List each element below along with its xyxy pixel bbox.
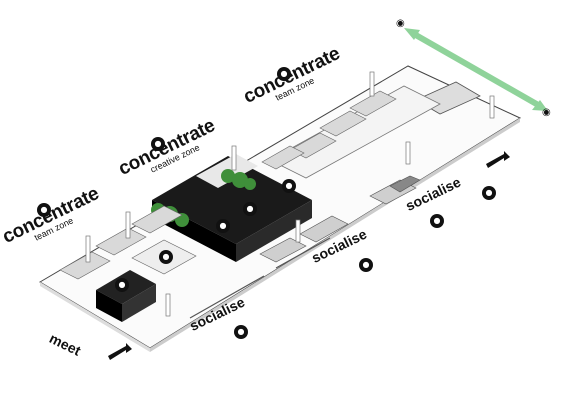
meeting-room-icon: ●	[115, 278, 129, 292]
cutlery-icon: ●	[234, 325, 248, 339]
group-icon: ●	[482, 186, 496, 200]
group-icon: ●	[359, 258, 373, 272]
desks-top	[261, 90, 397, 170]
eye-icon: ◉	[396, 18, 405, 29]
group-icon: ●	[243, 202, 257, 216]
person-at-desk-icon: ●	[277, 67, 291, 81]
entrance-arrow-right	[486, 151, 510, 168]
entrance-arrow-left	[108, 343, 132, 360]
cup-icon: ●	[282, 179, 296, 193]
phone-icon: ●	[216, 219, 230, 233]
columns	[85, 71, 495, 317]
person-at-desk-icon: ●	[37, 203, 51, 217]
view-line	[412, 31, 542, 109]
group-icon: ●	[159, 250, 173, 264]
cup-icon: ●	[430, 214, 444, 228]
group-icon: ●	[151, 137, 165, 151]
eye-icon: ◉	[542, 107, 551, 118]
